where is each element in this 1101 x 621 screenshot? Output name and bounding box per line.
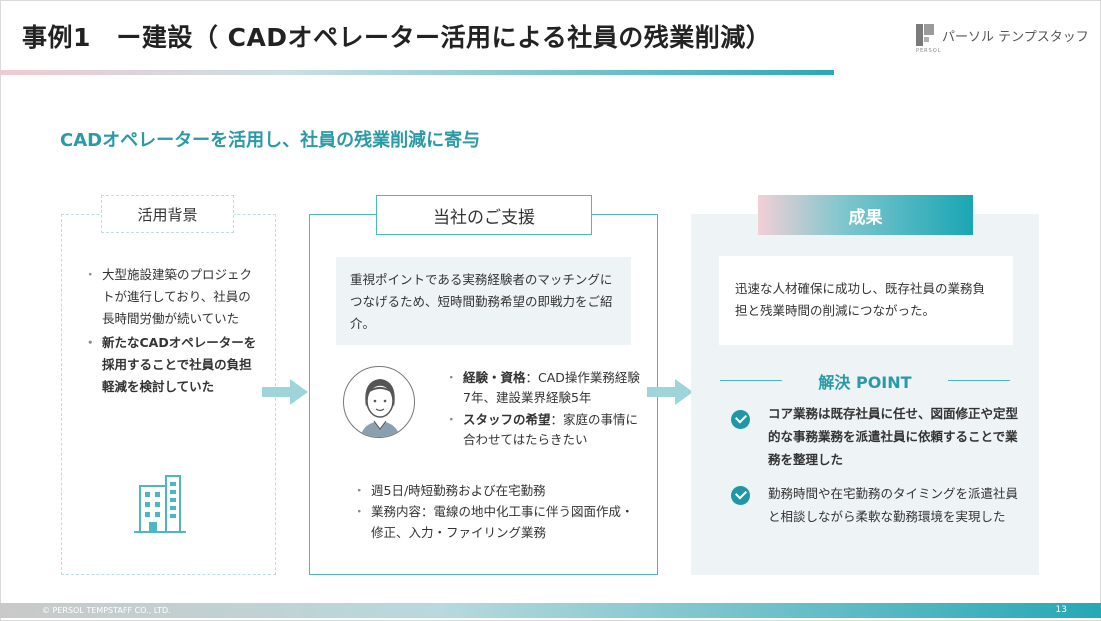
header-divider [0,70,834,75]
arrow-right-icon [262,379,308,405]
company-logo: PERSOL パーソル テンプスタッフ [916,24,1089,54]
lead-text: CADオペレーターを活用し、社員の残業削減に寄与 [60,130,481,151]
page-number: 13 [1055,605,1067,615]
building-icon [134,475,186,533]
point-item: 勤務時間や在宅勤務のタイミングを派遣社員と相談しながら柔軟な勤務環境を実現した [768,486,1019,524]
result-summary: 迅速な人材確保に成功し、既存社員の業務負担と残業時間の削減につながった。 [719,256,1013,345]
work-conditions-list: 週5日/時短勤務および在宅勤務 業務内容：電線の地中化工事に伴う図面作成・修正、… [353,480,638,543]
staff-profile-list: 経験・資格：CAD操作業務経験7年、建設業界経験5年 スタッフの希望：家庭の事情… [445,368,640,452]
list-item: 経験・資格：CAD操作業務経験7年、建設業界経験5年 [445,368,640,408]
background-list: 大型施設建築のプロジェクトが進行しており、社員の長時間労働が続いていた 新たなC… [84,264,259,400]
list-item: スタッフの希望：家庭の事情に合わせてはたらきたい [445,410,640,450]
footer-bar [0,603,1101,618]
page-title: 事例1 ー建設（ CADオペレーター活用による社員の残業削減） [22,23,772,52]
point-divider-right [948,380,1010,381]
copyright: © PERSOL TEMPSTAFF CO., LTD. [42,606,171,615]
logo-mark-icon: PERSOL [916,24,941,54]
arrow-right-icon [647,379,693,405]
point-title: 解決 POINT [818,373,912,392]
result-label: 成果 [758,195,973,235]
check-icon [731,410,750,429]
list-item: 週5日/時短勤務および在宅勤務 [353,480,638,501]
logo-text: パーソル テンプスタッフ [942,29,1089,45]
list-item: 大型施設建築のプロジェクトが進行しており、社員の長時間労働が続いていた [84,264,259,330]
support-summary: 重視ポイントである実務経験者のマッチングにつなげるため、短時間勤務希望の即戦力を… [336,257,631,345]
point-item: コア業務は既存社員に任せ、図面修正や定型的な事務業務を派遣社員に依頼することで業… [768,406,1019,467]
logo-sub-text: PERSOL [916,48,942,54]
list-item: 業務内容：電線の地中化工事に伴う図面作成・修正、入力・ファイリング業務 [353,501,638,543]
support-label: 当社のご支援 [376,195,592,235]
point-divider-left [720,380,782,381]
check-icon [731,486,750,505]
list-item: 新たなCADオペレーターを採用することで社員の負担軽減を検討していた [84,332,259,398]
background-label: 活用背景 [101,195,234,233]
staff-avatar-icon [343,366,415,438]
